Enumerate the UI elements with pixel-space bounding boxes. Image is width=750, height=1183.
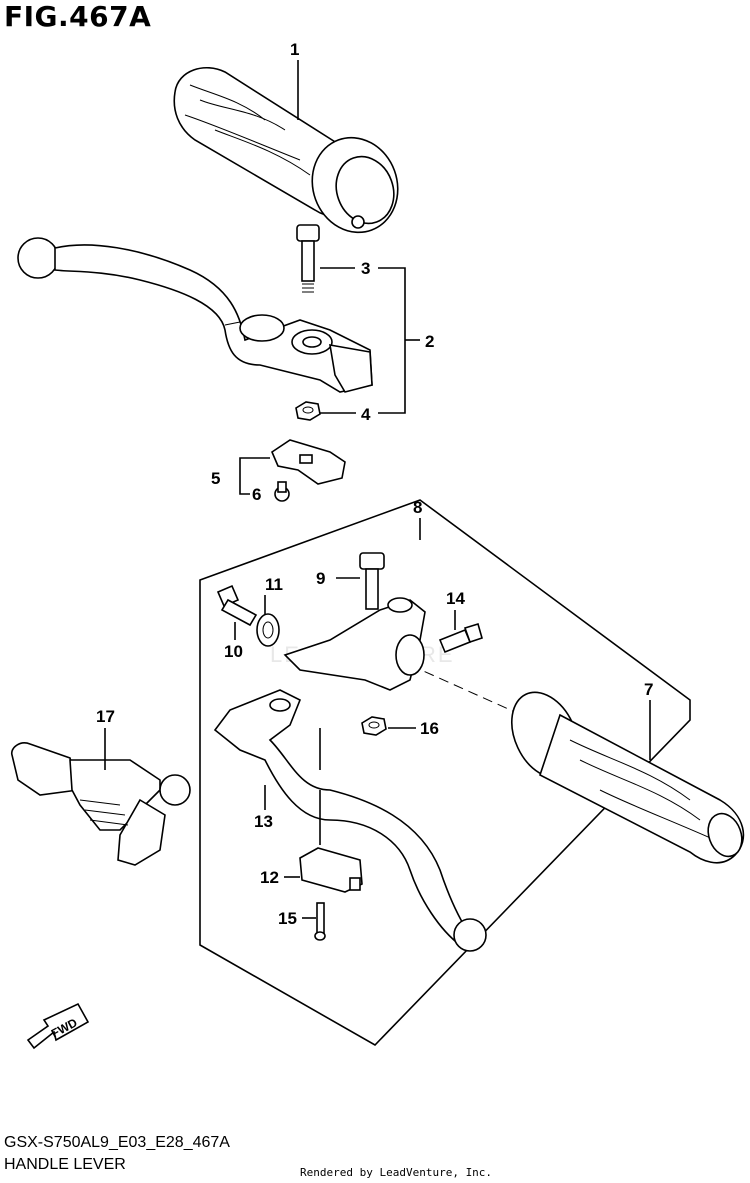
callout-10: 10 xyxy=(224,642,243,661)
callout-4: 4 xyxy=(361,405,371,424)
part-washer-11[interactable] xyxy=(256,613,280,647)
callout-11: 11 xyxy=(265,575,283,594)
callout-5: 5 xyxy=(211,469,220,488)
callout-12: 12 xyxy=(260,868,279,887)
callout-2: 2 xyxy=(425,332,434,351)
part-pivot-bolt-9[interactable] xyxy=(359,552,385,610)
callout-1: 1 xyxy=(290,40,299,59)
callout-15: 15 xyxy=(278,909,297,928)
part-brake-switch-5[interactable] xyxy=(271,439,346,485)
callout-8: 8 xyxy=(413,498,422,517)
callout-9: 9 xyxy=(316,569,325,588)
part-nut-16[interactable] xyxy=(361,716,387,736)
part-clutch-switch-12[interactable] xyxy=(299,847,363,893)
part-nut-4[interactable] xyxy=(295,401,321,421)
callout-16: 16 xyxy=(420,719,439,738)
fwd-arrow-icon: FWD xyxy=(26,1002,90,1050)
part-screw-15[interactable] xyxy=(314,902,326,941)
callout-14: 14 xyxy=(446,589,465,608)
callout-17: 17 xyxy=(96,707,115,726)
callout-3: 3 xyxy=(361,259,370,278)
render-credit: Rendered by LeadVenture, Inc. xyxy=(300,1166,493,1179)
section-name: HANDLE LEVER xyxy=(4,1156,126,1173)
part-grip-top[interactable] xyxy=(173,67,411,245)
assembly-group-box-8 xyxy=(199,499,691,1047)
callout-6: 6 xyxy=(252,485,261,504)
part-bolt-14[interactable] xyxy=(438,622,483,654)
part-clutch-holder[interactable] xyxy=(283,597,426,691)
alignment-line xyxy=(409,664,516,713)
part-clutch-lever-13[interactable] xyxy=(213,689,487,952)
part-pivot-bolt-3[interactable] xyxy=(296,224,320,293)
callout-7: 7 xyxy=(644,680,653,699)
callout-13: 13 xyxy=(254,812,273,831)
part-brake-lever[interactable] xyxy=(17,237,373,393)
part-throttle-17[interactable] xyxy=(10,742,191,866)
leader-lines xyxy=(104,60,651,919)
figure-title: FIG.467A xyxy=(4,0,152,33)
part-screw-6[interactable] xyxy=(274,481,290,502)
part-screw-10[interactable] xyxy=(216,584,258,627)
part-grip-left-7[interactable] xyxy=(499,682,748,864)
model-code: GSX-S750AL9_E03_E28_467A xyxy=(4,1134,230,1151)
